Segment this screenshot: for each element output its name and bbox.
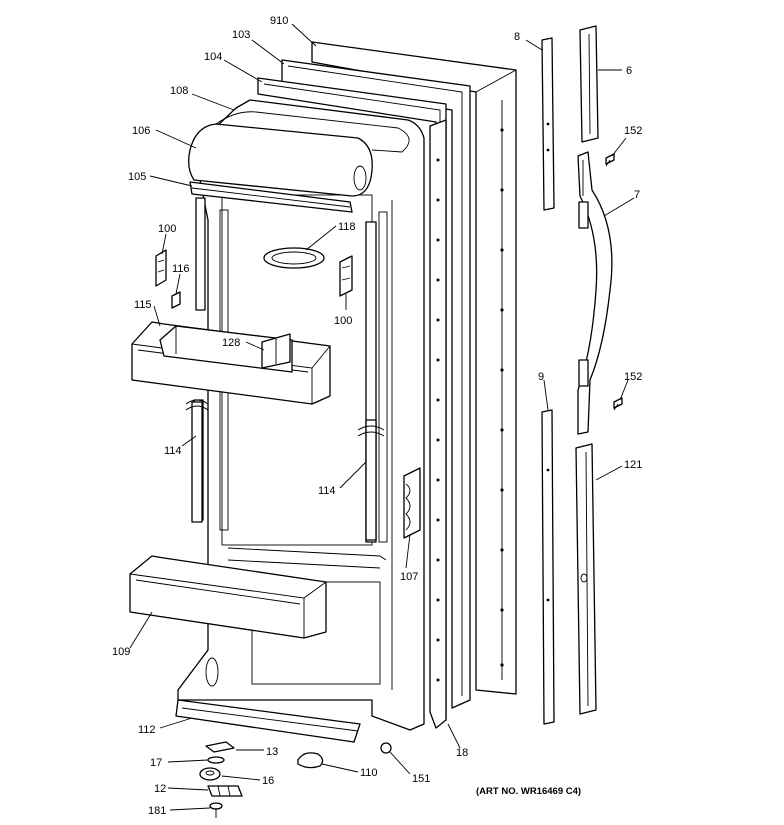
bottom-trim-112 — [175, 699, 361, 743]
shelf-divider-128 — [261, 333, 291, 369]
handle-cap-121 — [575, 443, 597, 715]
liner-rail-right — [365, 211, 388, 543]
callout-12: 12 — [154, 783, 166, 795]
door-panel-rivets — [500, 128, 504, 667]
screw-151 — [380, 742, 392, 754]
callout-118: 118 — [338, 221, 356, 233]
callout-6: 6 — [626, 65, 632, 77]
bushing-17 — [207, 756, 225, 764]
callout-151: 151 — [412, 773, 430, 785]
hinge-cover-107 — [403, 467, 421, 539]
callout-17: 17 — [150, 757, 162, 769]
callout-103: 103 — [232, 29, 250, 41]
handle-cap-6 — [579, 25, 599, 143]
callout-9: 9 — [538, 371, 544, 383]
callout-104: 104 — [204, 51, 222, 63]
callout-107: 107 — [400, 571, 418, 583]
handle-trim-8 — [541, 37, 555, 211]
callout-181: 181 — [148, 805, 166, 817]
screw-152-top — [605, 153, 615, 167]
shelf-support-114-left — [185, 399, 209, 523]
door-handle-7 — [577, 151, 613, 435]
callout-115: 115 — [134, 299, 152, 311]
callout-100-left: 100 — [158, 223, 176, 235]
callout-16: 16 — [262, 775, 274, 787]
callout-106: 106 — [132, 125, 150, 137]
cam-110 — [297, 752, 324, 769]
callout-128: 128 — [222, 337, 240, 349]
screw-152-bottom — [613, 397, 623, 411]
callout-152-top: 152 — [624, 125, 642, 137]
leader-lines — [129, 23, 635, 811]
art-number-note: (ART NO. WR16469 C4) — [476, 786, 581, 797]
handle-trim-9 — [541, 409, 555, 725]
callout-114-left: 114 — [164, 445, 182, 457]
door-bin-109 — [129, 555, 327, 639]
callout-109: 109 — [112, 646, 130, 658]
shim-12 — [207, 785, 243, 797]
callout-13: 13 — [266, 746, 278, 758]
door-side-strip-18 — [429, 119, 447, 729]
door-outer-panel-910 — [311, 41, 517, 695]
callout-121: 121 — [624, 459, 642, 471]
callout-18: 18 — [456, 747, 468, 759]
callout-labels: 910 103 104 108 106 105 100 116 115 128 … — [112, 15, 642, 817]
callout-910: 910 — [270, 15, 288, 27]
trim-cover-118 — [263, 247, 325, 269]
callout-110: 110 — [360, 767, 378, 779]
door-side-strip-holes — [436, 158, 440, 682]
clip-100-right — [339, 255, 353, 297]
callout-7: 7 — [634, 189, 640, 201]
dairy-door-106 — [188, 111, 410, 197]
shelf-support-114-right — [357, 419, 385, 541]
callout-114-right: 114 — [318, 485, 336, 497]
dairy-bar-105 — [189, 181, 353, 213]
callout-152-bottom: 152 — [624, 371, 642, 383]
callout-8: 8 — [514, 31, 520, 43]
callout-100-right: 100 — [334, 315, 352, 327]
clip-100-left — [155, 249, 167, 287]
callout-108: 108 — [170, 85, 188, 97]
callout-105: 105 — [128, 171, 146, 183]
hinge-part-13 — [205, 741, 235, 753]
hinge-pin-16 — [199, 767, 221, 781]
screw-181 — [209, 802, 223, 818]
callout-116: 116 — [172, 263, 190, 275]
clip-116 — [171, 291, 181, 309]
callout-112: 112 — [138, 724, 156, 736]
